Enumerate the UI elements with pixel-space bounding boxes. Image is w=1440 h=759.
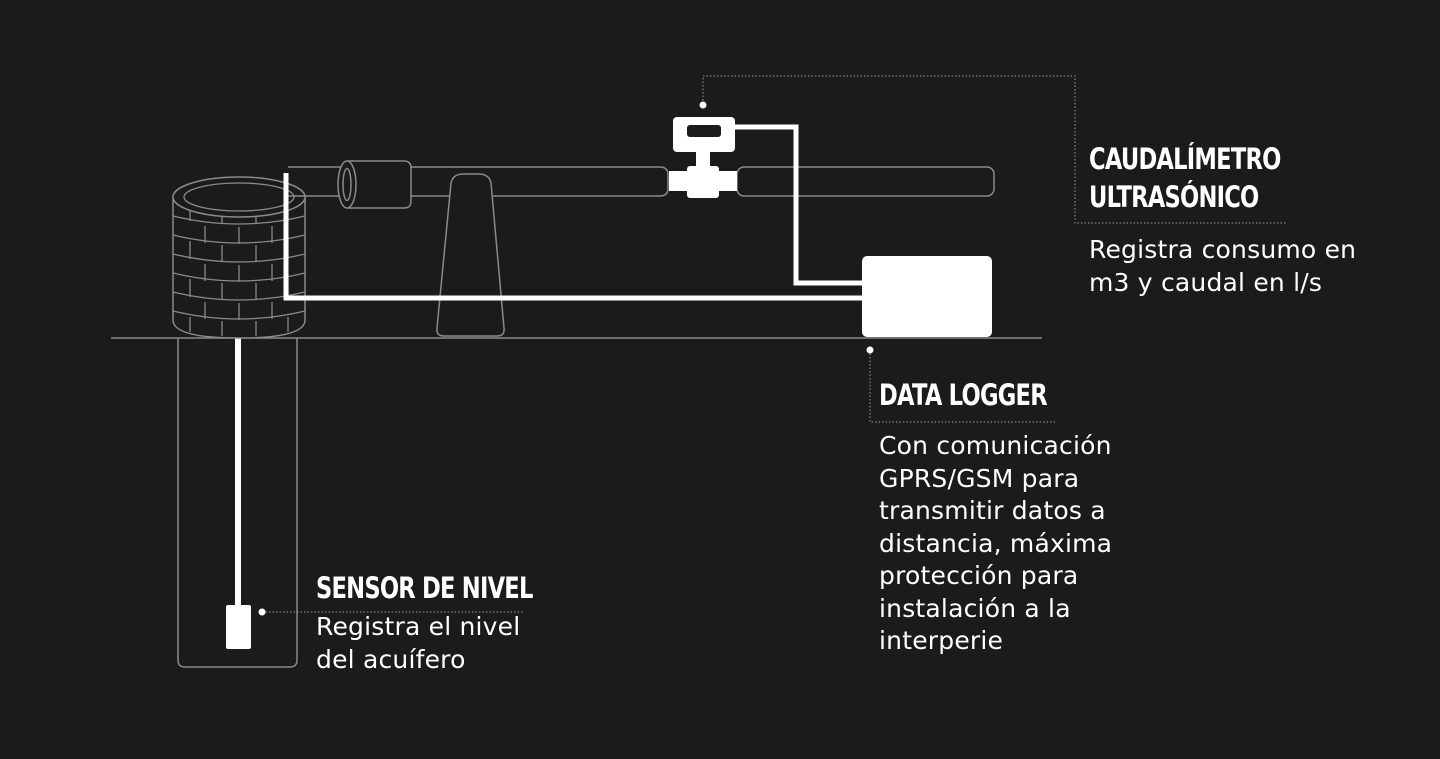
- level-sensor-title: SENSOR DE NIVEL: [316, 571, 533, 605]
- sensor-cable: [235, 337, 241, 611]
- pipe-support: [436, 173, 505, 337]
- flowmeter-callout: CAUDALÍMETRO ULTRASÓNICO Registra consum…: [1089, 140, 1356, 299]
- borehole-outline: [177, 338, 298, 668]
- flowmeter-title-line1: CAUDALÍMETRO: [1089, 142, 1281, 176]
- brick-well: [172, 176, 306, 339]
- wiring: [283, 124, 864, 301]
- ultrasonic-flowmeter: [669, 117, 737, 198]
- logger-marker-dot: [866, 346, 874, 354]
- data-logger-title: DATA LOGGER: [879, 378, 1048, 412]
- data-logger-box: [862, 256, 992, 337]
- flowmeter-title-line2: ULTRASÓNICO: [1089, 180, 1259, 214]
- data-logger-callout: DATA LOGGER Con comunicación GPRS/GSM pa…: [879, 376, 1112, 658]
- data-logger-description: Con comunicación GPRS/GSM para transmiti…: [879, 431, 1113, 655]
- flowmeter-marker-dot: [699, 101, 707, 109]
- sensor-marker-dot: [258, 608, 266, 616]
- level-sensor-callout: SENSOR DE NIVEL Registra el nivel del ac…: [316, 569, 594, 676]
- level-sensor-description: Registra el nivel del acuífero: [316, 612, 521, 674]
- level-sensor: [226, 605, 251, 649]
- flowmeter-description: Registra consumo en m3 y caudal en l/s: [1089, 235, 1357, 297]
- pipe-coupling: [337, 160, 412, 209]
- leader-lines: [262, 75, 1286, 613]
